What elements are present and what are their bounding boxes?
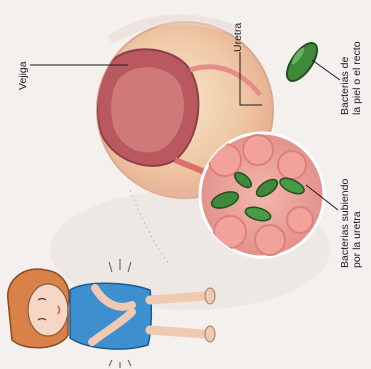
label-urethra: Uretra bbox=[233, 23, 244, 52]
label-bacteria-rising-line2: por la uretra bbox=[352, 211, 363, 268]
bacteria-skin-leader-line bbox=[312, 60, 340, 80]
bacterium-icon bbox=[281, 38, 323, 86]
label-bacteria-skin-line2: la piel o el recto bbox=[352, 41, 363, 115]
label-bacteria-skin-line1: Bacterias de bbox=[340, 57, 351, 115]
label-bladder: Vejiga bbox=[18, 61, 29, 90]
label-bacteria-rising-line1: Bacterias subiendo bbox=[340, 179, 351, 268]
urethra-magnified-view bbox=[200, 133, 324, 257]
